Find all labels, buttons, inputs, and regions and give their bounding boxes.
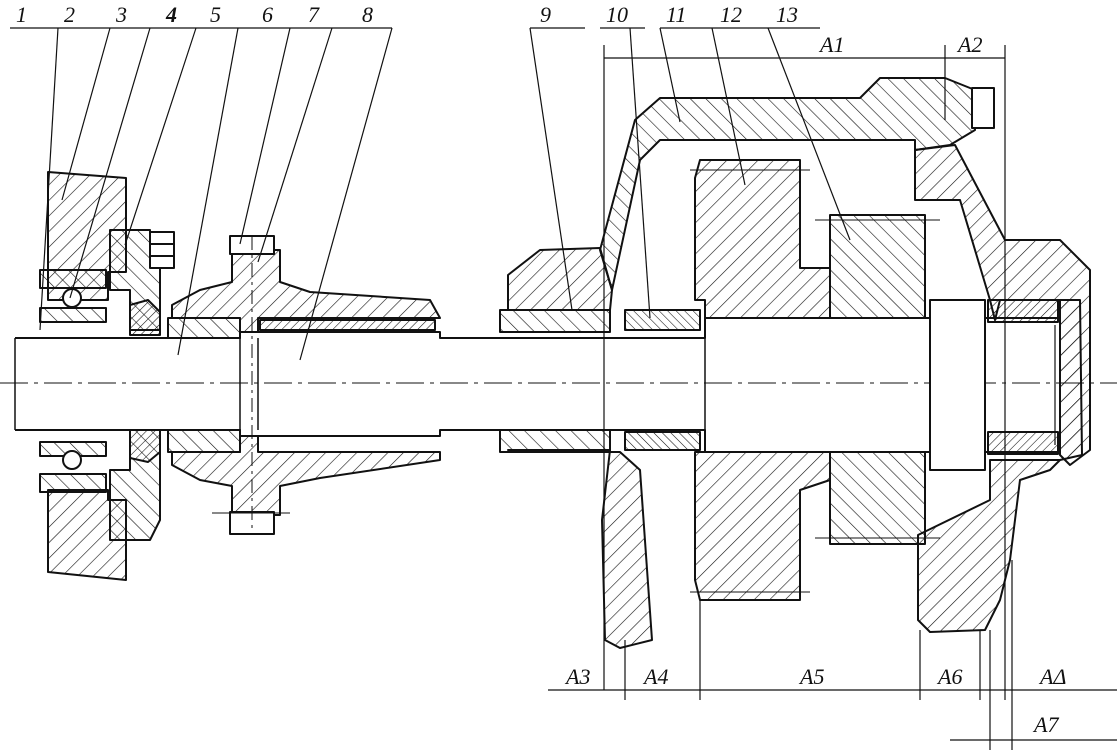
cover-bolt: [149, 231, 175, 269]
dim-label-a7: A7: [1032, 712, 1059, 737]
part-label-6: 6: [262, 2, 273, 27]
spacer-10-bottom: [624, 431, 701, 451]
bearing-ball-bottom: [62, 450, 82, 470]
gear-housing-cover-bottom: [507, 449, 653, 649]
part-label-7: 7: [308, 2, 320, 27]
part-label-1: 1: [16, 2, 27, 27]
gear-12-lower: [694, 451, 831, 601]
dim-label-a1: A1: [818, 32, 844, 57]
bearing-outer-bottom: [39, 473, 107, 493]
part-label-12: 12: [720, 2, 742, 27]
bearing-sleeve-9-bottom: [499, 429, 611, 453]
bearing-inner-top: [39, 307, 107, 323]
housing-wall: [47, 171, 127, 301]
housing-bolt: [971, 87, 995, 129]
dim-label-a-delta: AΔ: [1038, 664, 1066, 689]
bushing-top: [259, 319, 436, 331]
section-geometry: [0, 27, 1117, 750]
spacer-sleeve-bottom: [167, 429, 241, 453]
spacer-sleeve-top: [167, 317, 241, 339]
coupling-flange-top: [171, 249, 441, 333]
dim-label-a5: A5: [798, 664, 824, 689]
dim-label-a4: A4: [642, 664, 668, 689]
part-label-11: 11: [666, 2, 686, 27]
right-bearing-bottom: [987, 431, 1059, 455]
right-bearing-top: [987, 299, 1059, 323]
part-label-9: 9: [540, 2, 551, 27]
part-label-3: 3: [115, 2, 127, 27]
part-label-4: 4: [165, 2, 177, 27]
part-label-8: 8: [362, 2, 373, 27]
bearing-ball-top: [62, 288, 82, 308]
gear-housing-cover-top: [507, 247, 613, 311]
bearing-outer-top: [39, 269, 107, 289]
pinion-13-top: [829, 214, 926, 319]
gear-12: [694, 159, 831, 319]
dim-label-a2: A2: [956, 32, 982, 57]
part-number-labels: 1 2 3 4 5 6 7 8 9 10 11 12 13: [16, 2, 798, 27]
seal-top: [129, 299, 161, 336]
part-label-2: 2: [64, 2, 75, 27]
coupling-flange-bottom: [171, 435, 441, 516]
end-cap: [1059, 299, 1083, 461]
leader-lines: [10, 27, 851, 361]
dimension-labels: A1 A2 A3 A4 A5 A6 AΔ A7: [564, 32, 1066, 737]
part-label-5: 5: [210, 2, 221, 27]
dim-label-a6: A6: [936, 664, 962, 689]
pinion-13-bottom: [829, 451, 926, 545]
gearbox-housing-right-lower: [917, 459, 1061, 633]
dimension-lines: [548, 45, 1117, 750]
spacer-10-top: [624, 309, 701, 331]
part-label-13: 13: [776, 2, 798, 27]
dim-label-a3: A3: [564, 664, 590, 689]
shaft-collar: [929, 299, 986, 471]
part-label-10: 10: [606, 2, 628, 27]
bearing-sleeve-9-top: [499, 309, 611, 333]
